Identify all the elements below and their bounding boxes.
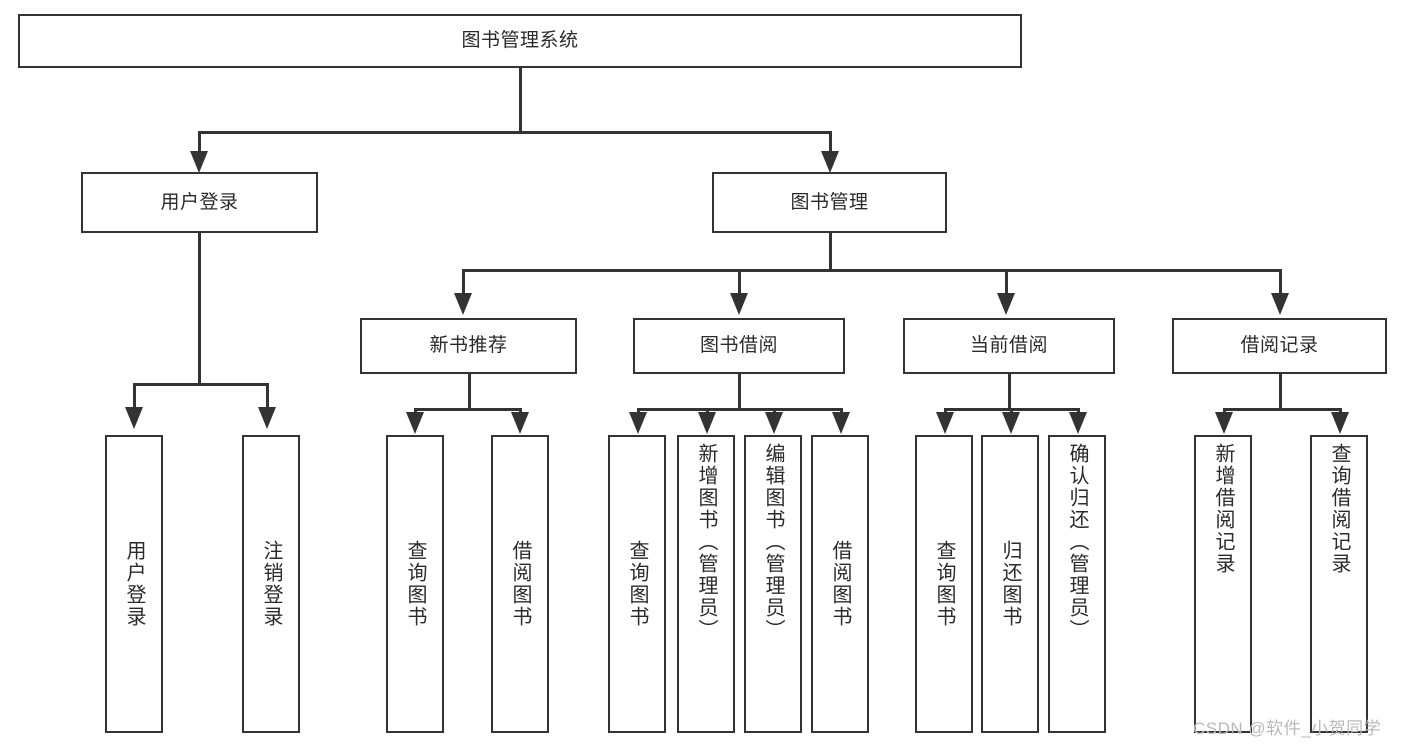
node-borrow-record[interactable]: 借阅记录 xyxy=(1172,318,1387,374)
connector-borrow-record-stem xyxy=(1279,374,1282,410)
node-label: 新增借阅记录 xyxy=(1212,443,1234,575)
arrowhead-book-borrow-child-4 xyxy=(832,412,850,434)
arrowhead-new-book-child-2 xyxy=(511,412,529,434)
leaf-new-book-query-book[interactable]: 查询图书 xyxy=(386,435,444,733)
node-label: 查询图书 xyxy=(626,540,648,628)
leaf-borrow-record-add-record[interactable]: 新增借阅记录 xyxy=(1194,435,1252,733)
node-label: 确认归还（管理员） xyxy=(1066,443,1088,641)
arrowhead-level2-borrow-record xyxy=(1271,293,1289,315)
node-label: 当前借阅 xyxy=(969,335,1048,357)
node-current-borrow[interactable]: 当前借阅 xyxy=(903,318,1115,374)
arrowhead-book-borrow-child-3 xyxy=(765,412,783,434)
leaf-new-book-borrow-book[interactable]: 借阅图书 xyxy=(491,435,549,733)
connector-user-login-child-2 xyxy=(266,383,269,411)
node-label: 新书推荐 xyxy=(429,335,508,357)
connector-user-login-child-1 xyxy=(133,383,136,411)
connector-book-borrow-bus xyxy=(637,408,842,411)
connector-user-login-stem xyxy=(198,233,201,385)
arrowhead-current-borrow-child-2 xyxy=(1002,412,1020,434)
connector-user-login-bus xyxy=(133,383,266,386)
connector-new-book-bus xyxy=(414,408,522,411)
leaf-current-borrow-confirm-return[interactable]: 确认归还（管理员） xyxy=(1048,435,1106,733)
leaf-book-borrow-borrow-book[interactable]: 借阅图书 xyxy=(811,435,869,733)
leaf-book-borrow-add-book[interactable]: 新增图书（管理员） xyxy=(677,435,735,733)
arrowhead-new-book-child-1 xyxy=(406,412,424,434)
arrowhead-book-manage xyxy=(821,151,839,173)
connector-book-manage-bus xyxy=(462,269,1280,272)
arrowhead-user-login xyxy=(190,151,208,173)
connector-book-manage-child-1 xyxy=(462,269,465,297)
arrowhead-level2-new-book xyxy=(454,293,472,315)
node-label: 查询图书 xyxy=(933,540,955,628)
csdn-watermark: CSDN @软件_小贺同学 xyxy=(1193,719,1382,738)
node-root-book-management-system[interactable]: 图书管理系统 xyxy=(18,14,1022,68)
arrowhead-current-borrow-child-3 xyxy=(1069,412,1087,434)
node-label: 借阅图书 xyxy=(829,540,851,628)
arrowhead-book-borrow-child-2 xyxy=(698,412,716,434)
node-user-login[interactable]: 用户登录 xyxy=(81,172,318,233)
node-label: 新增图书（管理员） xyxy=(695,443,717,641)
connector-current-borrow-stem xyxy=(1008,374,1011,410)
node-label: 借阅图书 xyxy=(509,540,531,628)
node-label: 图书管理 xyxy=(790,191,869,213)
node-book-borrow[interactable]: 图书借阅 xyxy=(633,318,845,374)
connector-root-to-user-login xyxy=(198,131,201,155)
arrowhead-level2-book-borrow xyxy=(730,293,748,315)
leaf-book-borrow-edit-book[interactable]: 编辑图书（管理员） xyxy=(744,435,802,733)
node-label: 用户登录 xyxy=(160,191,239,213)
leaf-user-login-logout[interactable]: 注销登录 xyxy=(242,435,300,733)
connector-new-book-stem xyxy=(468,374,471,410)
leaf-user-login-login[interactable]: 用户登录 xyxy=(105,435,163,733)
leaf-current-borrow-return-book[interactable]: 归还图书 xyxy=(981,435,1039,733)
arrowhead-user-login-child-2 xyxy=(258,407,276,429)
node-label: 借阅记录 xyxy=(1240,335,1319,357)
arrowhead-user-login-child-1 xyxy=(125,407,143,429)
node-label: 图书借阅 xyxy=(699,335,778,357)
leaf-book-borrow-query-book[interactable]: 查询图书 xyxy=(608,435,666,733)
node-new-book-recommend[interactable]: 新书推荐 xyxy=(360,318,577,374)
connector-book-manage-child-3 xyxy=(1005,269,1008,297)
node-book-management[interactable]: 图书管理 xyxy=(712,172,947,233)
node-label: 查询借阅记录 xyxy=(1328,443,1350,575)
connector-book-manage-child-4 xyxy=(1279,269,1282,297)
node-label: 编辑图书（管理员） xyxy=(762,443,784,641)
node-label: 用户登录 xyxy=(123,540,145,628)
connector-root-bus xyxy=(198,131,832,134)
node-label: 查询图书 xyxy=(404,540,426,628)
node-label: 注销登录 xyxy=(260,540,282,628)
arrowhead-current-borrow-child-1 xyxy=(936,412,954,434)
leaf-borrow-record-query-record[interactable]: 查询借阅记录 xyxy=(1310,435,1368,733)
connector-borrow-record-bus xyxy=(1223,408,1342,411)
arrowhead-book-borrow-child-1 xyxy=(629,412,647,434)
node-label: 图书管理系统 xyxy=(461,30,579,52)
arrowhead-borrow-record-child-2 xyxy=(1331,412,1349,434)
leaf-current-borrow-query-book[interactable]: 查询图书 xyxy=(915,435,973,733)
node-label: 归还图书 xyxy=(999,540,1021,628)
arrowhead-level2-current-borrow xyxy=(997,293,1015,315)
connector-book-manage-stem xyxy=(829,233,832,271)
connector-root-to-book-manage xyxy=(829,131,832,155)
connector-root-stem xyxy=(519,68,522,133)
connector-book-manage-child-2 xyxy=(738,269,741,297)
connector-book-borrow-stem xyxy=(738,374,741,410)
arrowhead-borrow-record-child-1 xyxy=(1215,412,1233,434)
